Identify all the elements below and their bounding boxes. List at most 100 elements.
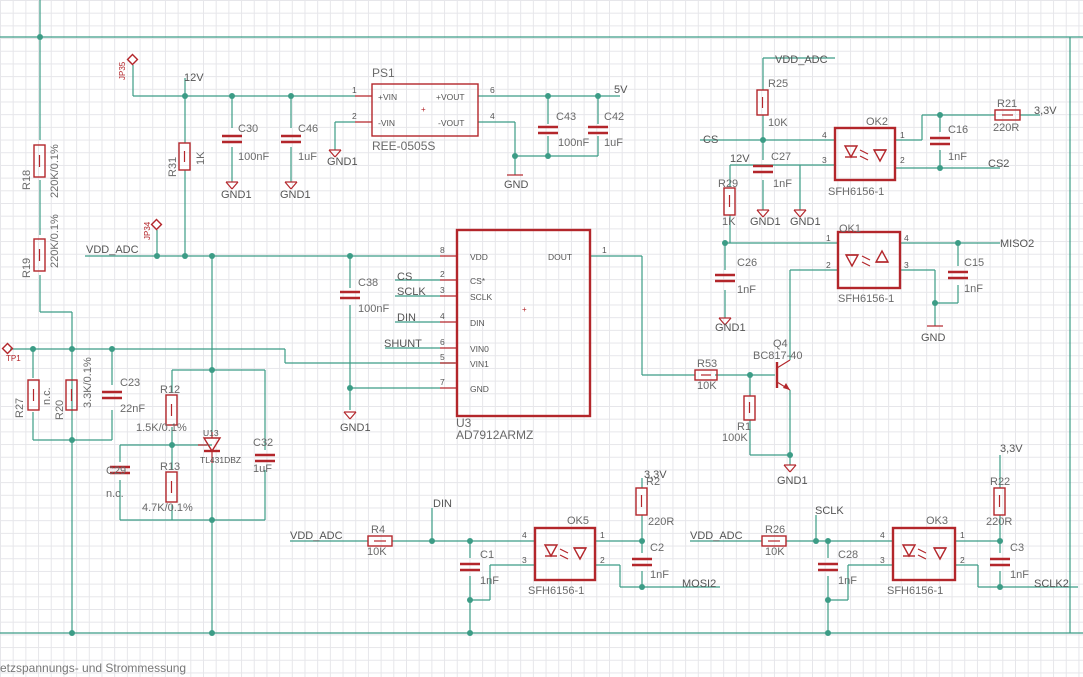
svg-text:1K: 1K [195, 151, 207, 165]
ps1-value: REE-0505S [372, 139, 435, 153]
net-labels: 12V 5V VDD_ADC VDD_ADC 12V VDD_ADC VDD_A… [86, 54, 1069, 590]
svg-text:4: 4 [522, 530, 527, 540]
svg-text:3: 3 [904, 260, 909, 270]
svg-text:R53: R53 [697, 358, 717, 370]
ps1-dcdc-converter[interactable]: PS1 REE-0505S +VIN -VIN +VOUT -VOUT 1 2 … [352, 66, 495, 153]
svg-text:C3: C3 [1010, 542, 1024, 554]
svg-text:GND1: GND1 [340, 422, 371, 434]
c27-capacitor[interactable]: C27 1nF [753, 151, 792, 190]
r2-resistor[interactable]: R2 220R [635, 476, 674, 528]
svg-text:1uF: 1uF [253, 463, 272, 475]
q4-transistor[interactable]: Q4 BC817-40 [753, 338, 803, 391]
c26-capacitor[interactable]: C26 1nF [715, 257, 757, 296]
svg-text:CS2: CS2 [988, 158, 1009, 170]
c1-capacitor[interactable]: C1 1nF [460, 549, 499, 587]
svg-text:220R: 220R [986, 516, 1012, 528]
svg-text:3: 3 [440, 285, 445, 295]
svg-text:VDD_ADC: VDD_ADC [690, 530, 743, 542]
svg-text:1nF: 1nF [773, 178, 792, 190]
svg-text:C43: C43 [556, 111, 576, 123]
svg-text:5V: 5V [614, 84, 628, 96]
ok2-optocoupler[interactable]: OK2 SFH6156-1 43 12 [822, 116, 905, 198]
svg-text:GND1: GND1 [280, 189, 311, 201]
svg-text:VDD_ADC: VDD_ADC [775, 54, 828, 66]
u3-adc-chip[interactable]: U3 AD7912ARMZ VDD CS* SCLK DIN VIN0 VIN1… [440, 228, 607, 442]
svg-text:R21: R21 [997, 98, 1017, 110]
r53-resistor[interactable]: R53 10K [694, 358, 718, 392]
svg-text:4.7K/0.1%: 4.7K/0.1% [142, 502, 193, 514]
r1-resistor[interactable]: R1 100K [722, 395, 756, 444]
svg-text:10K: 10K [367, 546, 387, 558]
svg-text:22nF: 22nF [120, 403, 145, 415]
svg-text:+: + [522, 305, 527, 314]
svg-text:1nF: 1nF [480, 575, 499, 587]
svg-text:R19: R19 [21, 258, 33, 278]
c29-capacitor[interactable]: C29 n.c. [106, 465, 130, 500]
svg-text:1: 1 [960, 530, 965, 540]
ok1-optocoupler[interactable]: OK1 SFH6156-1 12 43 [826, 223, 909, 305]
svg-text:TP1: TP1 [6, 354, 21, 363]
c46-capacitor[interactable]: C46 1uF [281, 123, 318, 163]
svg-text:C1: C1 [480, 549, 494, 561]
r20-resistor[interactable]: R20 3.3K/0.1% [54, 357, 94, 420]
svg-text:R27: R27 [14, 398, 26, 418]
ok5-optocoupler[interactable]: OK5 SFH6156-1 43 12 [522, 515, 605, 597]
c30-capacitor[interactable]: C30 100nF [222, 123, 269, 163]
r27-resistor[interactable]: R27 n.c. [14, 379, 53, 418]
svg-text:C38: C38 [358, 277, 378, 289]
c2-capacitor[interactable]: C2 1nF [632, 542, 669, 581]
c32-capacitor[interactable]: C32 1uF [253, 437, 275, 475]
svg-text:12V: 12V [730, 153, 750, 165]
c38-capacitor[interactable]: C38 100nF [340, 277, 389, 315]
r13-resistor[interactable]: R13 4.7K/0.1% [142, 461, 193, 514]
svg-text:1: 1 [602, 245, 607, 255]
r22-resistor[interactable]: R22 220R [986, 476, 1012, 528]
svg-text:R20: R20 [54, 400, 66, 420]
svg-text:GND1: GND1 [777, 475, 808, 487]
test-points[interactable]: JP35 JP34 TP1 [1, 53, 163, 363]
u13-voltage-reference[interactable]: U13 TL431DBZ [198, 428, 241, 465]
r19-resistor[interactable]: R19 220K/0.1% [21, 214, 61, 278]
r4-resistor[interactable]: R4 10K [367, 524, 393, 558]
ok3-optocoupler[interactable]: OK3 SFH6156-1 43 12 [880, 515, 965, 597]
c28-capacitor[interactable]: C28 1nF [818, 549, 858, 587]
svg-text:R2: R2 [646, 476, 660, 488]
c42-capacitor[interactable]: C42 1uF [588, 111, 624, 149]
svg-text:1nF: 1nF [838, 575, 857, 587]
svg-text:7: 7 [440, 377, 445, 387]
svg-text:6: 6 [440, 337, 445, 347]
r18-resistor[interactable]: R18 220K/0.1% [21, 144, 61, 198]
c16-capacitor[interactable]: C16 1nF [930, 124, 968, 163]
svg-text:12V: 12V [184, 72, 204, 84]
svg-text:10K: 10K [768, 117, 788, 129]
c15-capacitor[interactable]: C15 1nF [948, 257, 984, 295]
svg-text:GND1: GND1 [221, 189, 252, 201]
svg-text:VIN1: VIN1 [470, 359, 489, 369]
r12-resistor[interactable]: R12 1.5K/0.1% [136, 384, 187, 434]
c3-capacitor[interactable]: C3 1nF [990, 542, 1029, 581]
svg-text:2: 2 [900, 155, 905, 165]
svg-text:C16: C16 [948, 124, 968, 136]
svg-text:C46: C46 [298, 123, 318, 135]
svg-text:U13: U13 [203, 428, 219, 438]
r26-resistor[interactable]: R26 10K [761, 524, 787, 558]
svg-text:-VOUT: -VOUT [438, 118, 464, 128]
c23-capacitor[interactable]: C23 22nF [102, 377, 145, 415]
svg-text:GND1: GND1 [790, 216, 821, 228]
svg-text:SCLK2: SCLK2 [1034, 578, 1069, 590]
ground-symbols [225, 149, 943, 473]
r21-resistor[interactable]: R21 220R [993, 98, 1021, 134]
svg-text:220R: 220R [648, 516, 674, 528]
r25-resistor[interactable]: R25 10K [756, 78, 788, 129]
r29-resistor[interactable]: R29 1K [718, 178, 738, 228]
svg-text:C2: C2 [650, 542, 664, 554]
svg-text:DIN: DIN [433, 498, 452, 510]
r31-resistor[interactable]: R31 1K [167, 142, 207, 177]
svg-text:3,3V: 3,3V [1034, 105, 1057, 117]
c43-capacitor[interactable]: C43 100nF [538, 111, 589, 149]
u3-value: AD7912ARMZ [456, 428, 533, 442]
sheet-title: etzspannungs- und Strommessung [0, 661, 187, 675]
svg-text:R12: R12 [160, 384, 180, 396]
